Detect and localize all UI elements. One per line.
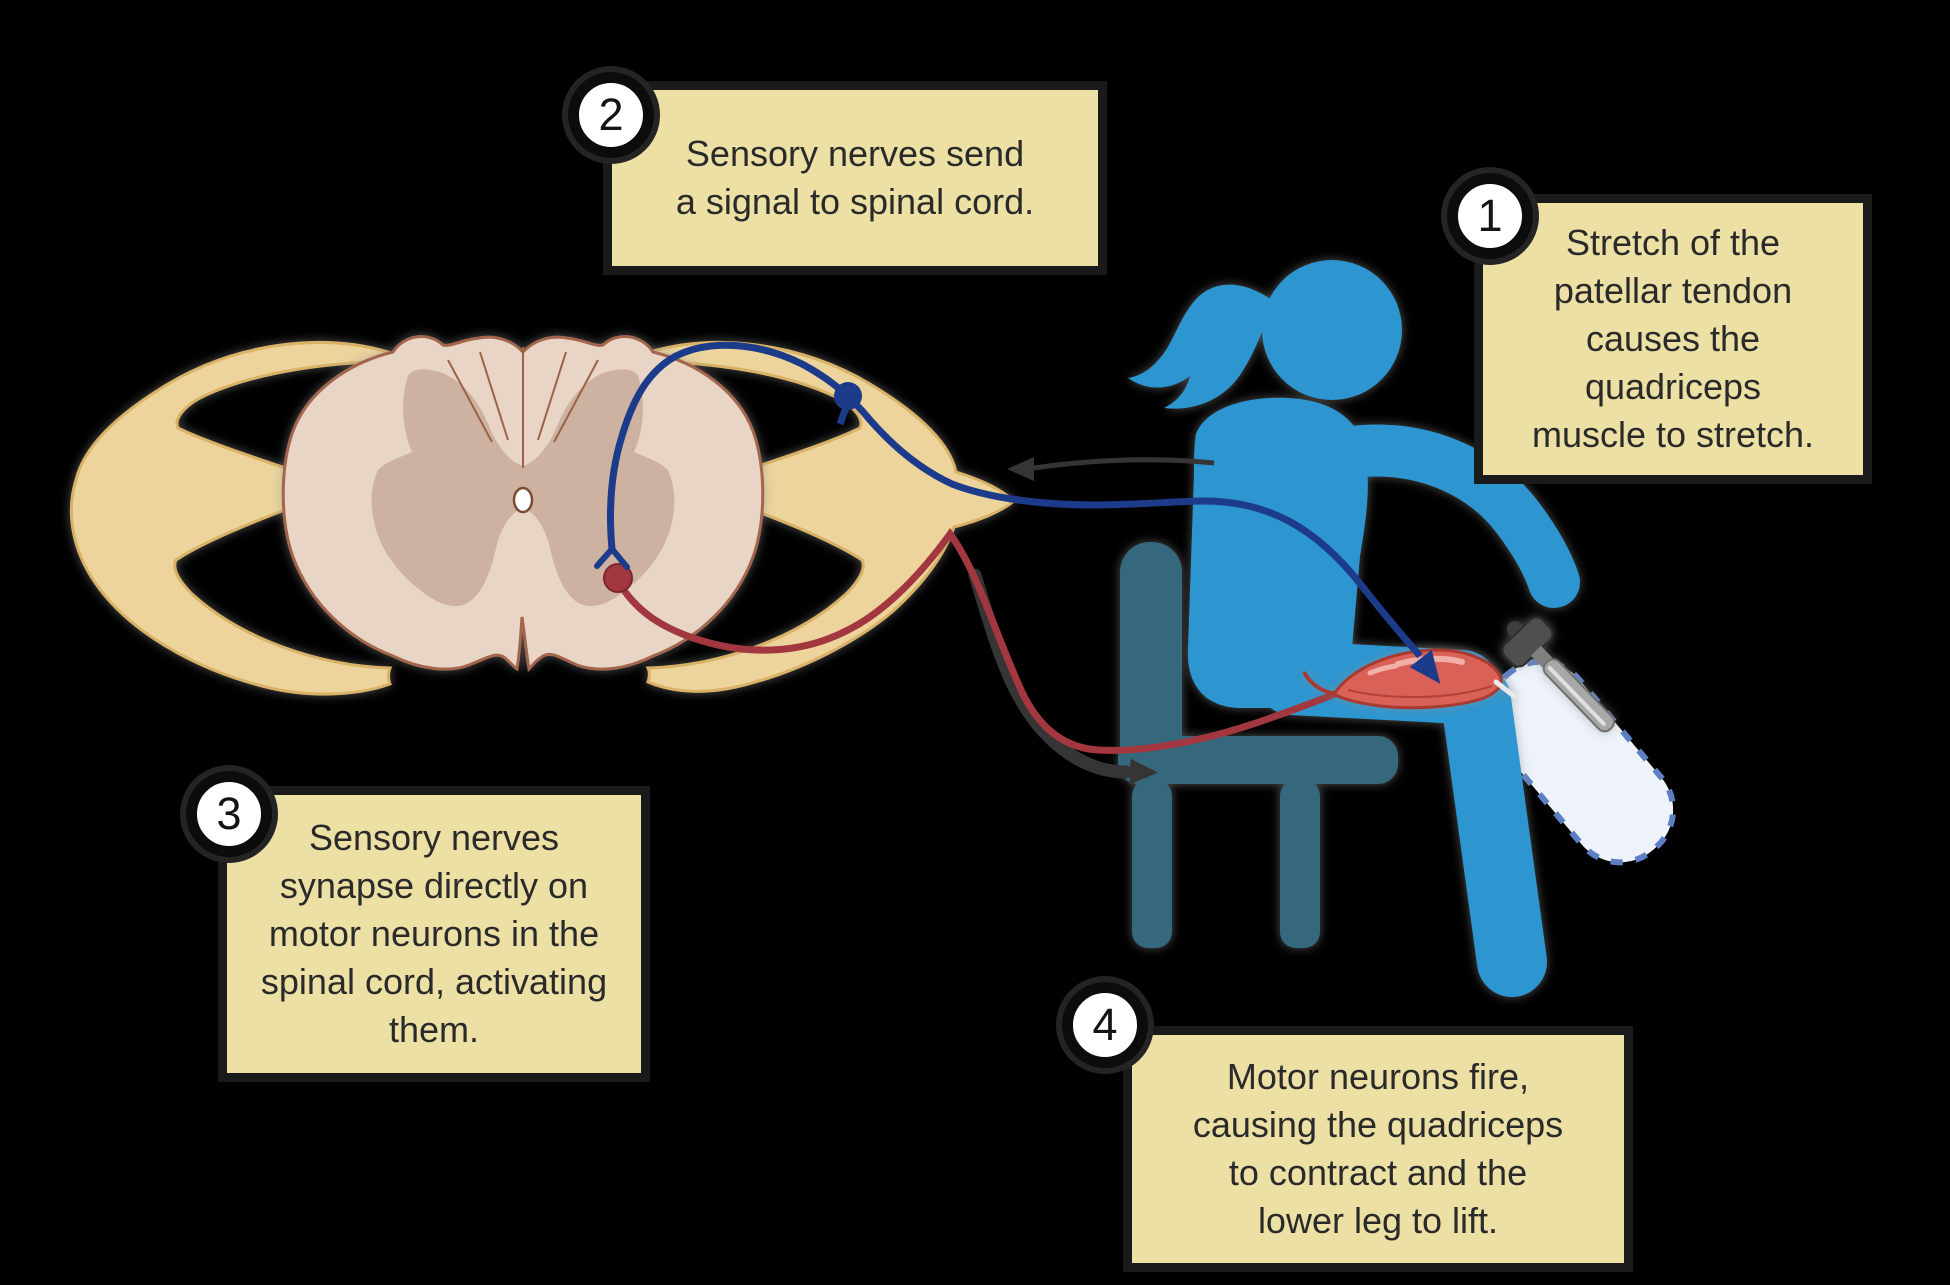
callout-text-line: a signal to spinal cord. <box>675 181 1035 222</box>
efferent-signal-arrow <box>968 568 1158 785</box>
motor-neuron-soma <box>603 563 633 593</box>
callout-text-line: Sensory nerves send <box>685 133 1025 174</box>
callout-3-text: Sensory nerves synapse directly on motor… <box>261 814 607 1054</box>
callout-text-line: patellar tendon <box>1553 270 1793 311</box>
afferent-arrowhead-icon <box>1007 457 1034 481</box>
badge-number: 2 <box>598 89 624 140</box>
posterior-median-sulcus-lines <box>447 347 599 468</box>
sensory-nerve <box>594 341 1441 684</box>
callout-text-line: motor neurons in the <box>268 913 600 954</box>
callout-text-line: synapse directly on <box>279 865 589 906</box>
chair-back-post <box>1120 542 1182 784</box>
dorsal-root-ganglion <box>834 382 862 410</box>
muscle-tendon-tail <box>1302 671 1337 696</box>
badge-number: 4 <box>1092 999 1118 1050</box>
lifted-leg-ghost <box>1484 658 1677 866</box>
quadriceps-muscle <box>1302 648 1517 710</box>
callout-text-line: Sensory nerves <box>308 817 560 858</box>
chair-seat <box>1118 736 1398 784</box>
central-canal <box>512 486 534 514</box>
badge-number: 1 <box>1477 190 1503 241</box>
callout-2-text: Sensory nerves send a signal to spinal c… <box>676 130 1034 226</box>
callout-text-line: Stretch of the <box>1565 222 1781 263</box>
callout-text-line: lower leg to lift. <box>1257 1200 1499 1241</box>
vertebra-right-wing <box>645 341 1017 693</box>
reflex-hammer-icon <box>1501 616 1616 733</box>
callout-2-badge: 2 <box>568 72 654 158</box>
chair-front-leg <box>1280 780 1320 948</box>
callout-4-text: Motor neurons fire, causing the quadrice… <box>1193 1053 1563 1245</box>
person-arm <box>1326 424 1580 608</box>
sensory-arrowhead-icon <box>1409 649 1441 684</box>
patellar-tendon-tip <box>1493 679 1517 699</box>
callout-text-line: Motor neurons fire, <box>1226 1056 1530 1097</box>
callout-3-badge: 3 <box>186 771 272 857</box>
callout-4-badge: 4 <box>1062 982 1148 1068</box>
callout-3-box: Sensory nerves synapse directly on motor… <box>227 795 641 1073</box>
synapse-fork <box>594 544 630 570</box>
muscle-fiber-line <box>1347 685 1493 699</box>
callout-1-badge: 1 <box>1447 173 1533 259</box>
vertebra-bone-wings <box>69 341 1017 696</box>
person-head <box>1262 260 1402 400</box>
callout-text-line: them. <box>388 1009 480 1050</box>
callout-text-line: to contract and the <box>1228 1152 1528 1193</box>
callout-text-line: spinal cord, activating <box>260 961 608 1002</box>
spinal-cord-cross-section <box>281 335 765 673</box>
motor-nerve-path <box>614 528 1342 754</box>
callout-text-line: causing the quadriceps <box>1192 1104 1564 1145</box>
callout-1-box: Stretch of the patellar tendon causes th… <box>1483 203 1863 475</box>
callout-text-line: muscle to stretch. <box>1531 414 1815 455</box>
muscle-highlight-small <box>1367 663 1399 676</box>
afferent-signal-arrow <box>1007 457 1215 481</box>
sensory-nerve-path <box>606 341 1423 659</box>
chair-rear-leg <box>1132 780 1172 948</box>
person-ponytail <box>1128 284 1272 409</box>
person-shin <box>1441 665 1547 997</box>
callout-text-line: quadriceps <box>1584 366 1762 407</box>
callout-4-box: Motor neurons fire, causing the quadrice… <box>1132 1035 1624 1263</box>
callout-2-box: Sensory nerves send a signal to spinal c… <box>612 90 1098 266</box>
callout-text-line: causes the <box>1585 318 1761 359</box>
motor-nerve <box>603 528 1342 754</box>
person-torso <box>1187 397 1368 708</box>
callout-1-text: Stretch of the patellar tendon causes th… <box>1532 219 1814 459</box>
efferent-arrowhead-icon <box>1129 758 1158 785</box>
vertebra-left-wing <box>69 341 393 696</box>
badge-number: 3 <box>216 788 242 839</box>
chair <box>1118 542 1398 948</box>
